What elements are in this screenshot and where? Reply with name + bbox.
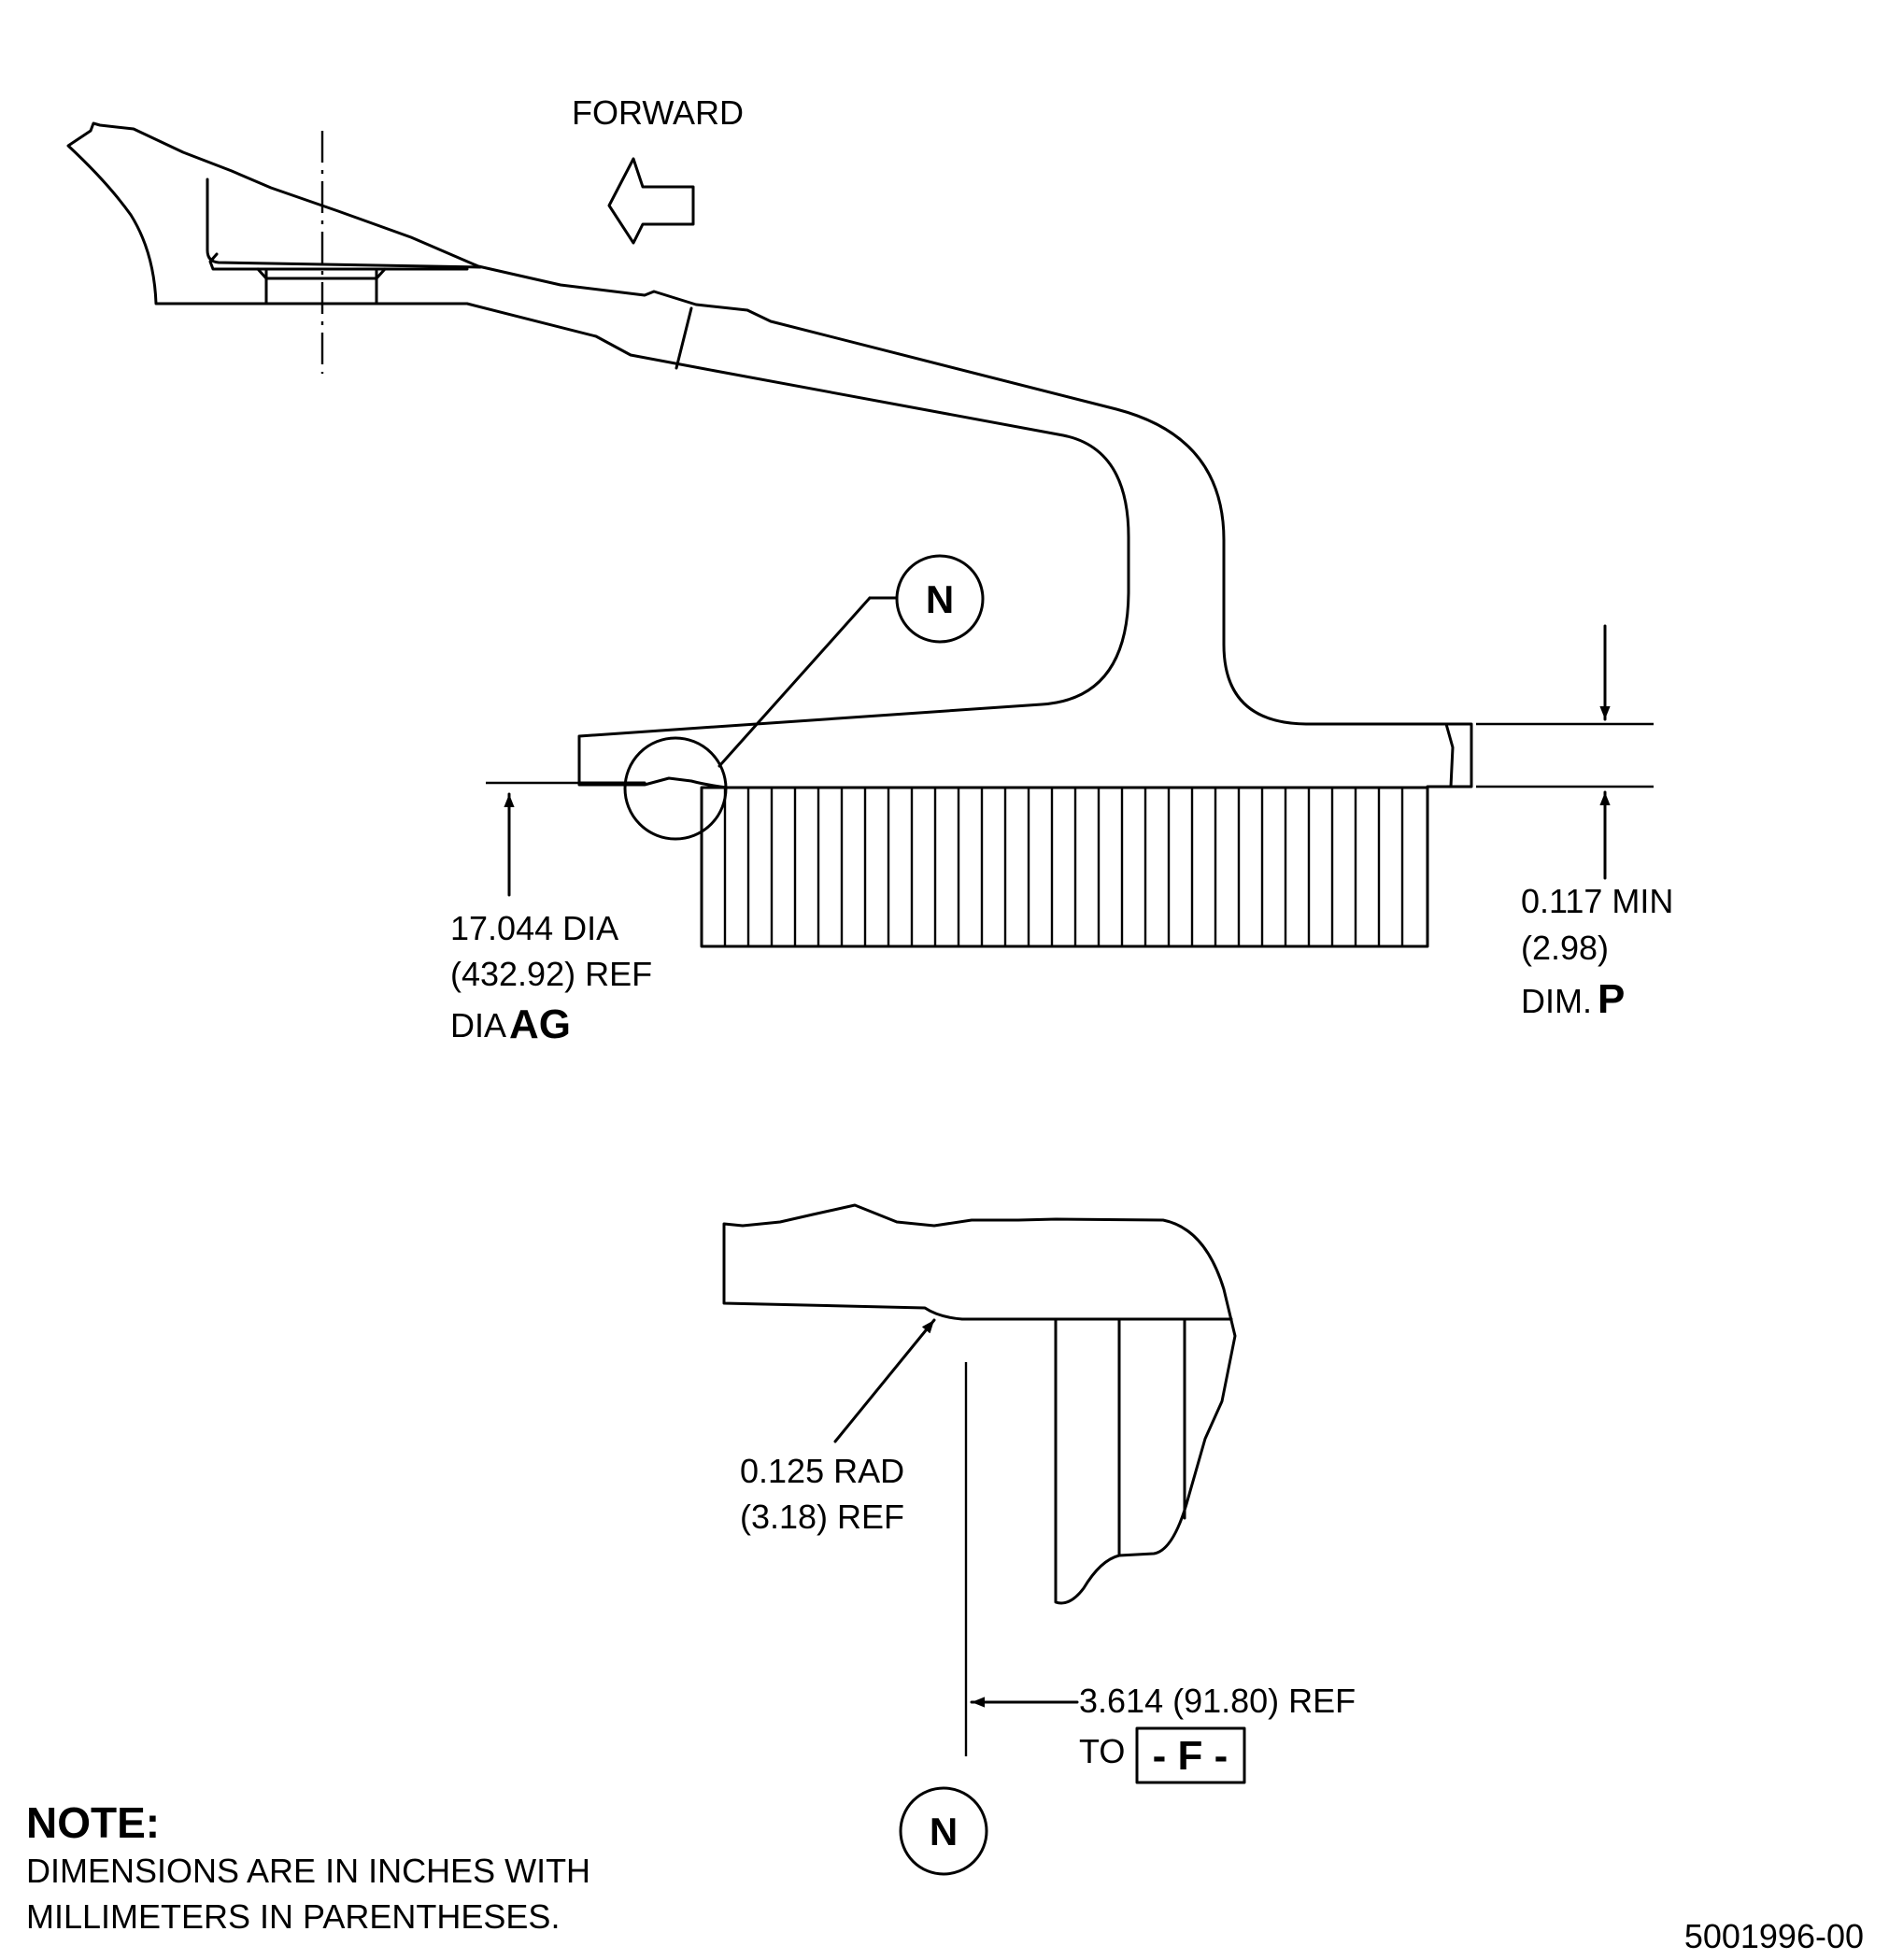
min-prefix: DIM. (1521, 982, 1592, 1020)
forward-arrow-icon (607, 157, 695, 245)
detail-leader (717, 596, 872, 768)
upper-part-profile (66, 121, 1473, 789)
callout-n-lower (899, 1786, 988, 1876)
rad-leader (833, 1318, 936, 1443)
dia-value: 17.044 DIA (450, 909, 618, 947)
ref-value: 3.614 (91.80) REF (1079, 1682, 1356, 1720)
datum-label: - F - (1153, 1733, 1229, 1779)
callout-n-upper (895, 554, 985, 644)
note-line-1: DIMENSIONS ARE IN INCHES WITH (26, 1852, 590, 1890)
honeycomb-seal (700, 786, 1429, 948)
ref-to: TO (1079, 1732, 1125, 1770)
dia-code: AG (509, 1001, 571, 1047)
dia-mm: (432.92) REF (450, 955, 652, 993)
min-value: 0.117 MIN (1521, 882, 1673, 920)
dia-prefix: DIA (450, 1006, 506, 1044)
min-mm: (2.98) (1521, 929, 1609, 967)
detail-n-profile (722, 1203, 1237, 1605)
note-title: NOTE: (26, 1798, 160, 1847)
note-line-2: MILLIMETERS IN PARENTHESES. (26, 1897, 560, 1936)
rad-mm: (3.18) REF (740, 1498, 904, 1536)
figure-id: 5001996-00 (1684, 1917, 1864, 1955)
detail-circle (623, 736, 728, 841)
forward-label: FORWARD (572, 93, 744, 132)
min-code: P (1598, 976, 1625, 1022)
callout-n-lower-label: N (930, 1810, 958, 1853)
callout-n-upper-label: N (926, 577, 954, 621)
rad-value: 0.125 RAD (740, 1452, 904, 1490)
datum-box (1135, 1726, 1246, 1784)
